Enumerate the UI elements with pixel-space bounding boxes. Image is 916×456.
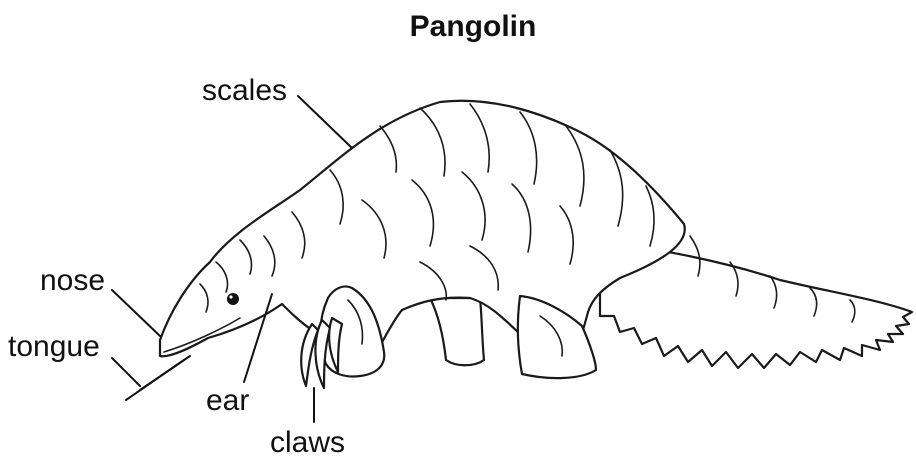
- label-scales: scales: [202, 74, 287, 107]
- leader-scales: [298, 96, 352, 148]
- label-ear: ear: [206, 384, 249, 417]
- label-claws: claws: [270, 426, 345, 456]
- pangolin-back-leg-rear: [430, 298, 484, 365]
- leader-tongue: [112, 358, 140, 386]
- diagram-title: Pangolin: [410, 10, 537, 43]
- label-nose: nose: [40, 264, 105, 297]
- pangolin-eye-highlight: [229, 295, 232, 298]
- pangolin-eye: [227, 293, 239, 305]
- label-tongue: tongue: [8, 330, 100, 363]
- pangolin-body: [160, 101, 685, 366]
- pangolin-tongue-line-2: [140, 356, 190, 390]
- pangolin-illustration: [160, 101, 912, 388]
- leader-nose: [112, 290, 160, 336]
